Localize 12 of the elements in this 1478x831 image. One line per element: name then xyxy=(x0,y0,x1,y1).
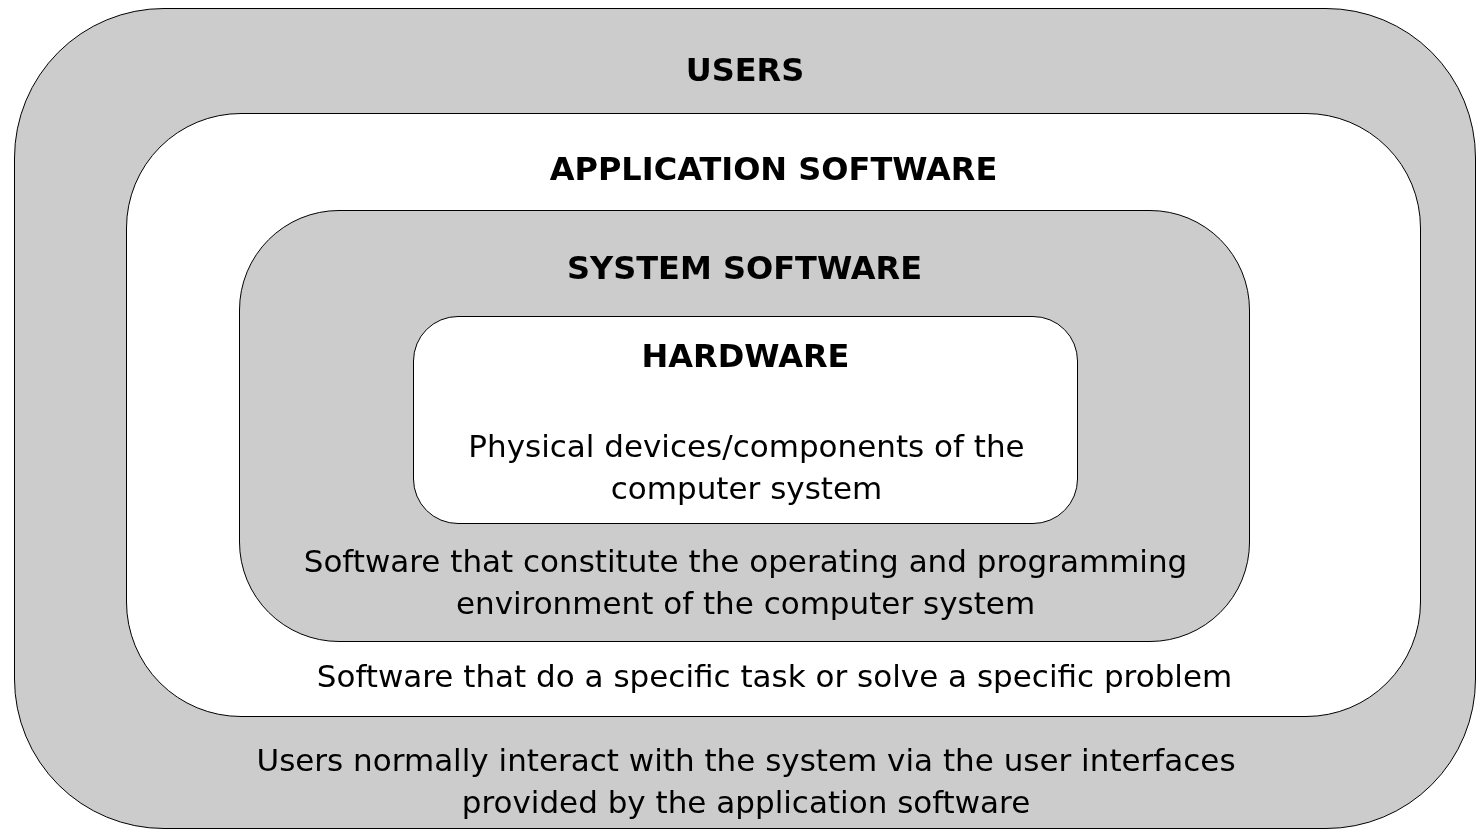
layer-box xyxy=(14,8,1476,829)
layer-box xyxy=(126,113,1421,717)
layer-box xyxy=(413,316,1078,524)
layer-description: Users normally interact with the system via the user interfaces provided by the application software xyxy=(255,741,1237,822)
layer-title: USERS xyxy=(684,51,806,89)
layer-description: Software that constitute the operating and programming environment of the computer system xyxy=(302,542,1189,623)
layer-description: Software that do a specific task or solve a specific problem xyxy=(315,657,1234,696)
layer-title: SYSTEM SOFTWARE xyxy=(566,249,923,287)
layer-title: APPLICATION SOFTWARE xyxy=(548,150,999,188)
layer-box xyxy=(239,210,1250,642)
layer-description: Physical devices/components of the computer system xyxy=(467,427,1026,508)
layer-title: HARDWARE xyxy=(640,337,851,375)
